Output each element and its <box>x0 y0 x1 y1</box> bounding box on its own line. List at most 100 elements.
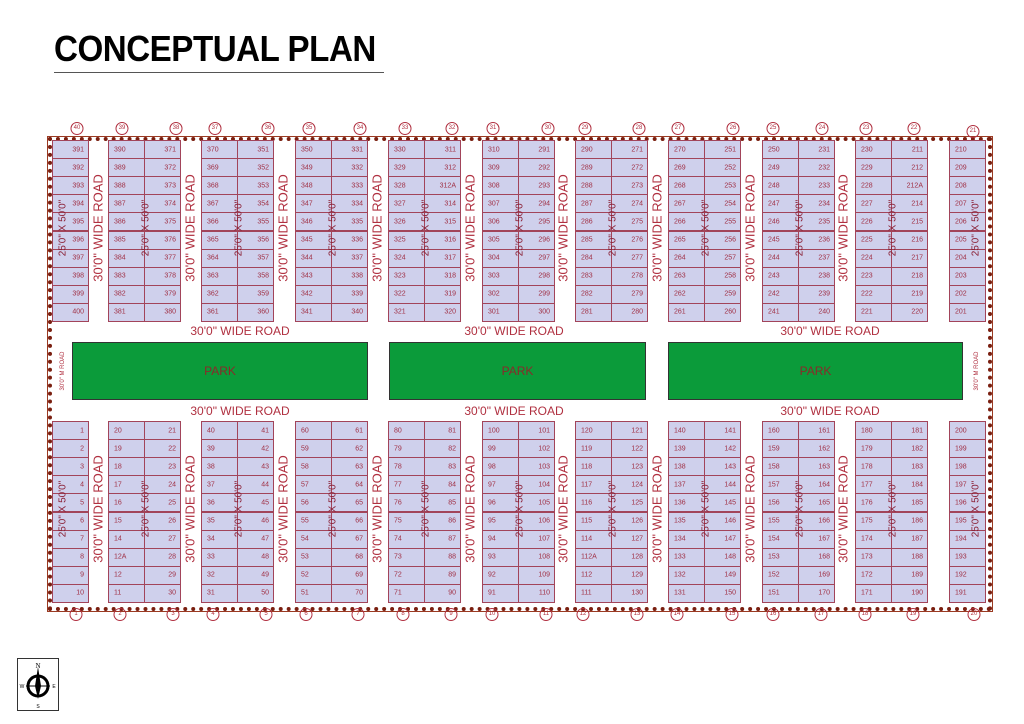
plot-389[interactable]: 389 <box>108 158 145 178</box>
plot-387[interactable]: 387 <box>108 194 145 214</box>
plot-53[interactable]: 53 <box>295 547 332 567</box>
plot-246[interactable]: 246 <box>762 212 799 232</box>
plot-17[interactable]: 17 <box>108 475 145 495</box>
plot-369[interactable]: 369 <box>201 158 238 178</box>
plot-248[interactable]: 248 <box>762 176 799 196</box>
plot-286[interactable]: 286 <box>575 212 612 232</box>
plot-331[interactable]: 331 <box>331 140 368 160</box>
plot-344[interactable]: 344 <box>295 248 332 268</box>
plot-368[interactable]: 368 <box>201 176 238 196</box>
plot-174[interactable]: 174 <box>855 529 892 549</box>
plot-268[interactable]: 268 <box>668 176 705 196</box>
plot-183[interactable]: 183 <box>891 457 928 477</box>
plot-261[interactable]: 261 <box>668 302 705 322</box>
plot-52[interactable]: 52 <box>295 565 332 585</box>
plot-33[interactable]: 33 <box>201 547 238 567</box>
plot-309[interactable]: 309 <box>482 158 519 178</box>
plot-133[interactable]: 133 <box>668 547 705 567</box>
plot-312[interactable]: 312 <box>424 158 461 178</box>
plot-271[interactable]: 271 <box>611 140 648 160</box>
plot-366[interactable]: 366 <box>201 212 238 232</box>
plot-42[interactable]: 42 <box>237 439 274 459</box>
plot-275[interactable]: 275 <box>611 212 648 232</box>
plot-121[interactable]: 121 <box>611 421 648 441</box>
plot-177[interactable]: 177 <box>855 475 892 495</box>
plot-72[interactable]: 72 <box>388 565 425 585</box>
plot-115[interactable]: 115 <box>575 511 612 531</box>
plot-265[interactable]: 265 <box>668 230 705 250</box>
plot-15[interactable]: 15 <box>108 511 145 531</box>
plot-223[interactable]: 223 <box>855 266 892 286</box>
plot-373[interactable]: 373 <box>144 176 181 196</box>
plot-22[interactable]: 22 <box>144 439 181 459</box>
plot-395[interactable]: 395 <box>52 212 89 232</box>
plot-172[interactable]: 172 <box>855 565 892 585</box>
plot-60[interactable]: 60 <box>295 421 332 441</box>
plot-262[interactable]: 262 <box>668 284 705 304</box>
plot-110[interactable]: 110 <box>518 583 555 603</box>
plot-280[interactable]: 280 <box>611 302 648 322</box>
plot-176[interactable]: 176 <box>855 493 892 513</box>
plot-48[interactable]: 48 <box>237 547 274 567</box>
plot-98[interactable]: 98 <box>482 457 519 477</box>
plot-311[interactable]: 311 <box>424 140 461 160</box>
plot-169[interactable]: 169 <box>798 565 835 585</box>
plot-220[interactable]: 220 <box>891 302 928 322</box>
plot-132[interactable]: 132 <box>668 565 705 585</box>
plot-57[interactable]: 57 <box>295 475 332 495</box>
plot-78[interactable]: 78 <box>388 457 425 477</box>
plot-141[interactable]: 141 <box>704 421 741 441</box>
plot-111[interactable]: 111 <box>575 583 612 603</box>
plot-54[interactable]: 54 <box>295 529 332 549</box>
plot-149[interactable]: 149 <box>704 565 741 585</box>
plot-332[interactable]: 332 <box>331 158 368 178</box>
plot-359[interactable]: 359 <box>237 284 274 304</box>
plot-170[interactable]: 170 <box>798 583 835 603</box>
plot-56[interactable]: 56 <box>295 493 332 513</box>
plot-250[interactable]: 250 <box>762 140 799 160</box>
plot-119[interactable]: 119 <box>575 439 612 459</box>
plot-380[interactable]: 380 <box>144 302 181 322</box>
plot-109[interactable]: 109 <box>518 565 555 585</box>
plot-227[interactable]: 227 <box>855 194 892 214</box>
plot-320[interactable]: 320 <box>424 302 461 322</box>
plot-398[interactable]: 398 <box>52 266 89 286</box>
plot-203[interactable]: 203 <box>949 266 986 286</box>
plot-68[interactable]: 68 <box>331 547 368 567</box>
plot-242[interactable]: 242 <box>762 284 799 304</box>
plot-140[interactable]: 140 <box>668 421 705 441</box>
plot-95[interactable]: 95 <box>482 511 519 531</box>
plot-19[interactable]: 19 <box>108 439 145 459</box>
plot-231[interactable]: 231 <box>798 140 835 160</box>
plot-75[interactable]: 75 <box>388 511 425 531</box>
plot-236[interactable]: 236 <box>798 230 835 250</box>
plot-383[interactable]: 383 <box>108 266 145 286</box>
plot-61[interactable]: 61 <box>331 421 368 441</box>
plot-303[interactable]: 303 <box>482 266 519 286</box>
plot-301[interactable]: 301 <box>482 302 519 322</box>
plot-207[interactable]: 207 <box>949 194 986 214</box>
plot-112[interactable]: 112 <box>575 565 612 585</box>
plot-229[interactable]: 229 <box>855 158 892 178</box>
plot-270[interactable]: 270 <box>668 140 705 160</box>
plot-168[interactable]: 168 <box>798 547 835 567</box>
plot-225[interactable]: 225 <box>855 230 892 250</box>
plot-367[interactable]: 367 <box>201 194 238 214</box>
plot-253[interactable]: 253 <box>704 176 741 196</box>
plot-330[interactable]: 330 <box>388 140 425 160</box>
plot-136[interactable]: 136 <box>668 493 705 513</box>
plot-228[interactable]: 228 <box>855 176 892 196</box>
plot-81[interactable]: 81 <box>424 421 461 441</box>
plot-281[interactable]: 281 <box>575 302 612 322</box>
plot-41[interactable]: 41 <box>237 421 274 441</box>
plot-193[interactable]: 193 <box>949 547 986 567</box>
plot-114[interactable]: 114 <box>575 529 612 549</box>
plot-260[interactable]: 260 <box>704 302 741 322</box>
plot-198[interactable]: 198 <box>949 457 986 477</box>
plot-210[interactable]: 210 <box>949 140 986 160</box>
plot-131[interactable]: 131 <box>668 583 705 603</box>
plot-358[interactable]: 358 <box>237 266 274 286</box>
plot-14[interactable]: 14 <box>108 529 145 549</box>
plot-342[interactable]: 342 <box>295 284 332 304</box>
plot-159[interactable]: 159 <box>762 439 799 459</box>
